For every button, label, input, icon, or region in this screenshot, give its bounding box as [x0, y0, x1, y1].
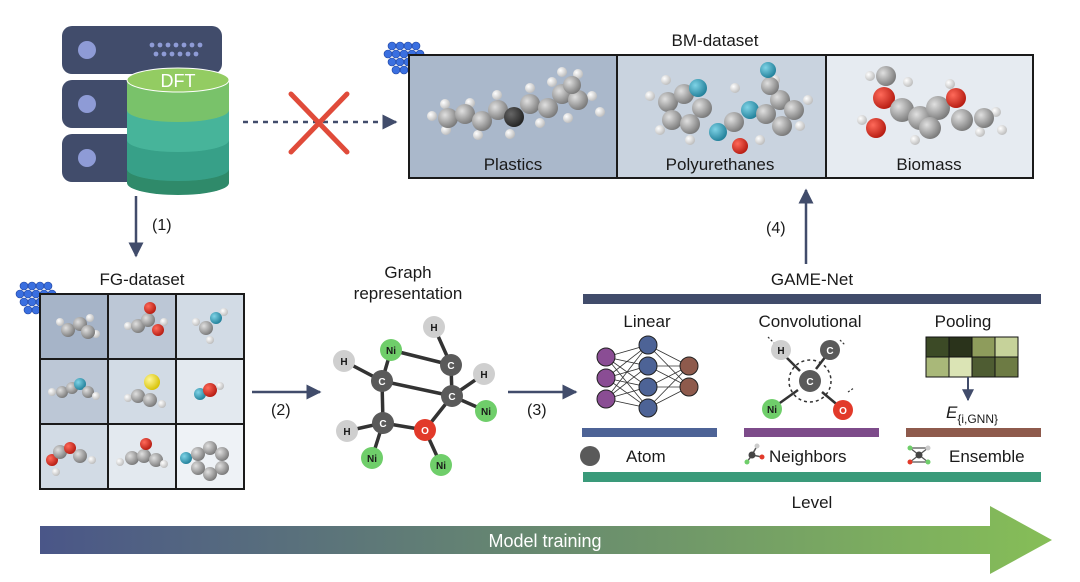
bm-label-polyurethanes: Polyurethanes — [666, 155, 775, 174]
level-bar-neighbors — [744, 428, 879, 437]
fg-molecule-1 — [56, 314, 100, 339]
graph-node-ni2 — [475, 400, 497, 422]
graph-node-c2 — [440, 354, 462, 376]
level-bar-ensemble — [906, 428, 1041, 437]
atom-icon — [580, 446, 600, 466]
bm-label-biomass: Biomass — [896, 155, 961, 174]
svg-text:C: C — [447, 361, 454, 372]
bm-dataset-title: BM-dataset — [672, 31, 759, 50]
step3-label: (3) — [527, 402, 547, 419]
svg-text:H: H — [343, 427, 350, 438]
level-atom-label: Atom — [626, 447, 666, 466]
neural-network-icon — [596, 335, 699, 418]
graph-node-h3 — [473, 363, 495, 385]
level-neighbors-label: Neighbors — [769, 447, 847, 466]
fg-molecule-8 — [116, 438, 168, 468]
svg-text:Ni: Ni — [436, 461, 446, 472]
graph-node-c4 — [372, 412, 394, 434]
svg-text:O: O — [421, 426, 429, 437]
fg-molecule-4 — [48, 378, 100, 400]
dft-database-icon — [126, 67, 230, 195]
fg-dataset-title: FG-dataset — [99, 270, 184, 289]
graph-node-c1 — [371, 370, 393, 392]
svg-text:H: H — [340, 357, 347, 368]
fg-molecule-3 — [192, 308, 228, 344]
graph-title-line1: Graph — [384, 263, 431, 282]
svg-text:Ni: Ni — [386, 346, 396, 357]
graph-node-h1 — [333, 350, 355, 372]
svg-text:H: H — [430, 323, 437, 334]
molecular-graph — [343, 326, 487, 466]
step4-label: (4) — [766, 220, 786, 237]
graph-title-line2: representation — [354, 284, 463, 303]
level-title: Level — [792, 493, 833, 512]
gamenet-title: GAME-Net — [771, 270, 853, 289]
gamenet-bar — [583, 294, 1041, 304]
graph-node-c3 — [441, 385, 463, 407]
bm-label-plastics: Plastics — [484, 155, 543, 174]
svg-text:C: C — [448, 392, 455, 403]
svg-text:Ni: Ni — [481, 407, 491, 418]
level-bar-atom — [582, 428, 717, 437]
graph-node-o — [414, 419, 436, 441]
svg-text:Ni: Ni — [367, 454, 377, 465]
step1-label: (1) — [152, 217, 172, 234]
biomass-molecule — [857, 66, 1007, 145]
ensemble-icon — [907, 445, 931, 465]
level-bar — [583, 472, 1041, 482]
svg-text:Ni: Ni — [767, 405, 777, 416]
convolution-icon — [762, 336, 855, 420]
layer-pooling-label: Pooling — [935, 312, 992, 331]
red-cross-icon — [288, 91, 350, 155]
polyurethanes-molecule — [645, 62, 813, 154]
level-ensemble-label: Ensemble — [949, 447, 1025, 466]
fg-molecule-5 — [124, 374, 166, 408]
graph-node-ni4 — [430, 454, 452, 476]
graph-node-ni3 — [361, 447, 383, 469]
graph-node-h2 — [423, 316, 445, 338]
layer-convolutional-label: Convolutional — [758, 312, 861, 331]
svg-text:H: H — [777, 346, 784, 357]
graph-node-ni1 — [380, 339, 402, 361]
svg-text:C: C — [806, 377, 813, 388]
svg-text:C: C — [826, 346, 833, 357]
layer-linear-label: Linear — [623, 312, 671, 331]
pooling-grid — [925, 336, 1019, 378]
energy-label: E{i,GNN} — [946, 403, 998, 426]
svg-text:C: C — [378, 377, 385, 388]
model-training-arrow — [40, 506, 1052, 574]
step2-label: (2) — [271, 402, 291, 419]
fg-molecule-6 — [194, 382, 224, 400]
fg-molecule-2 — [124, 302, 168, 336]
svg-text:O: O — [839, 406, 847, 417]
graph-node-h4 — [336, 420, 358, 442]
graph-nodes — [333, 316, 497, 476]
neighbors-icon — [744, 443, 765, 465]
plastics-molecule — [427, 67, 605, 140]
dft-label: DFT — [161, 71, 196, 91]
svg-text:H: H — [480, 370, 487, 381]
fg-molecule-7 — [46, 442, 96, 476]
fg-molecule-9 — [180, 441, 229, 481]
model-training-label: Model training — [488, 531, 601, 551]
svg-text:C: C — [379, 419, 386, 430]
